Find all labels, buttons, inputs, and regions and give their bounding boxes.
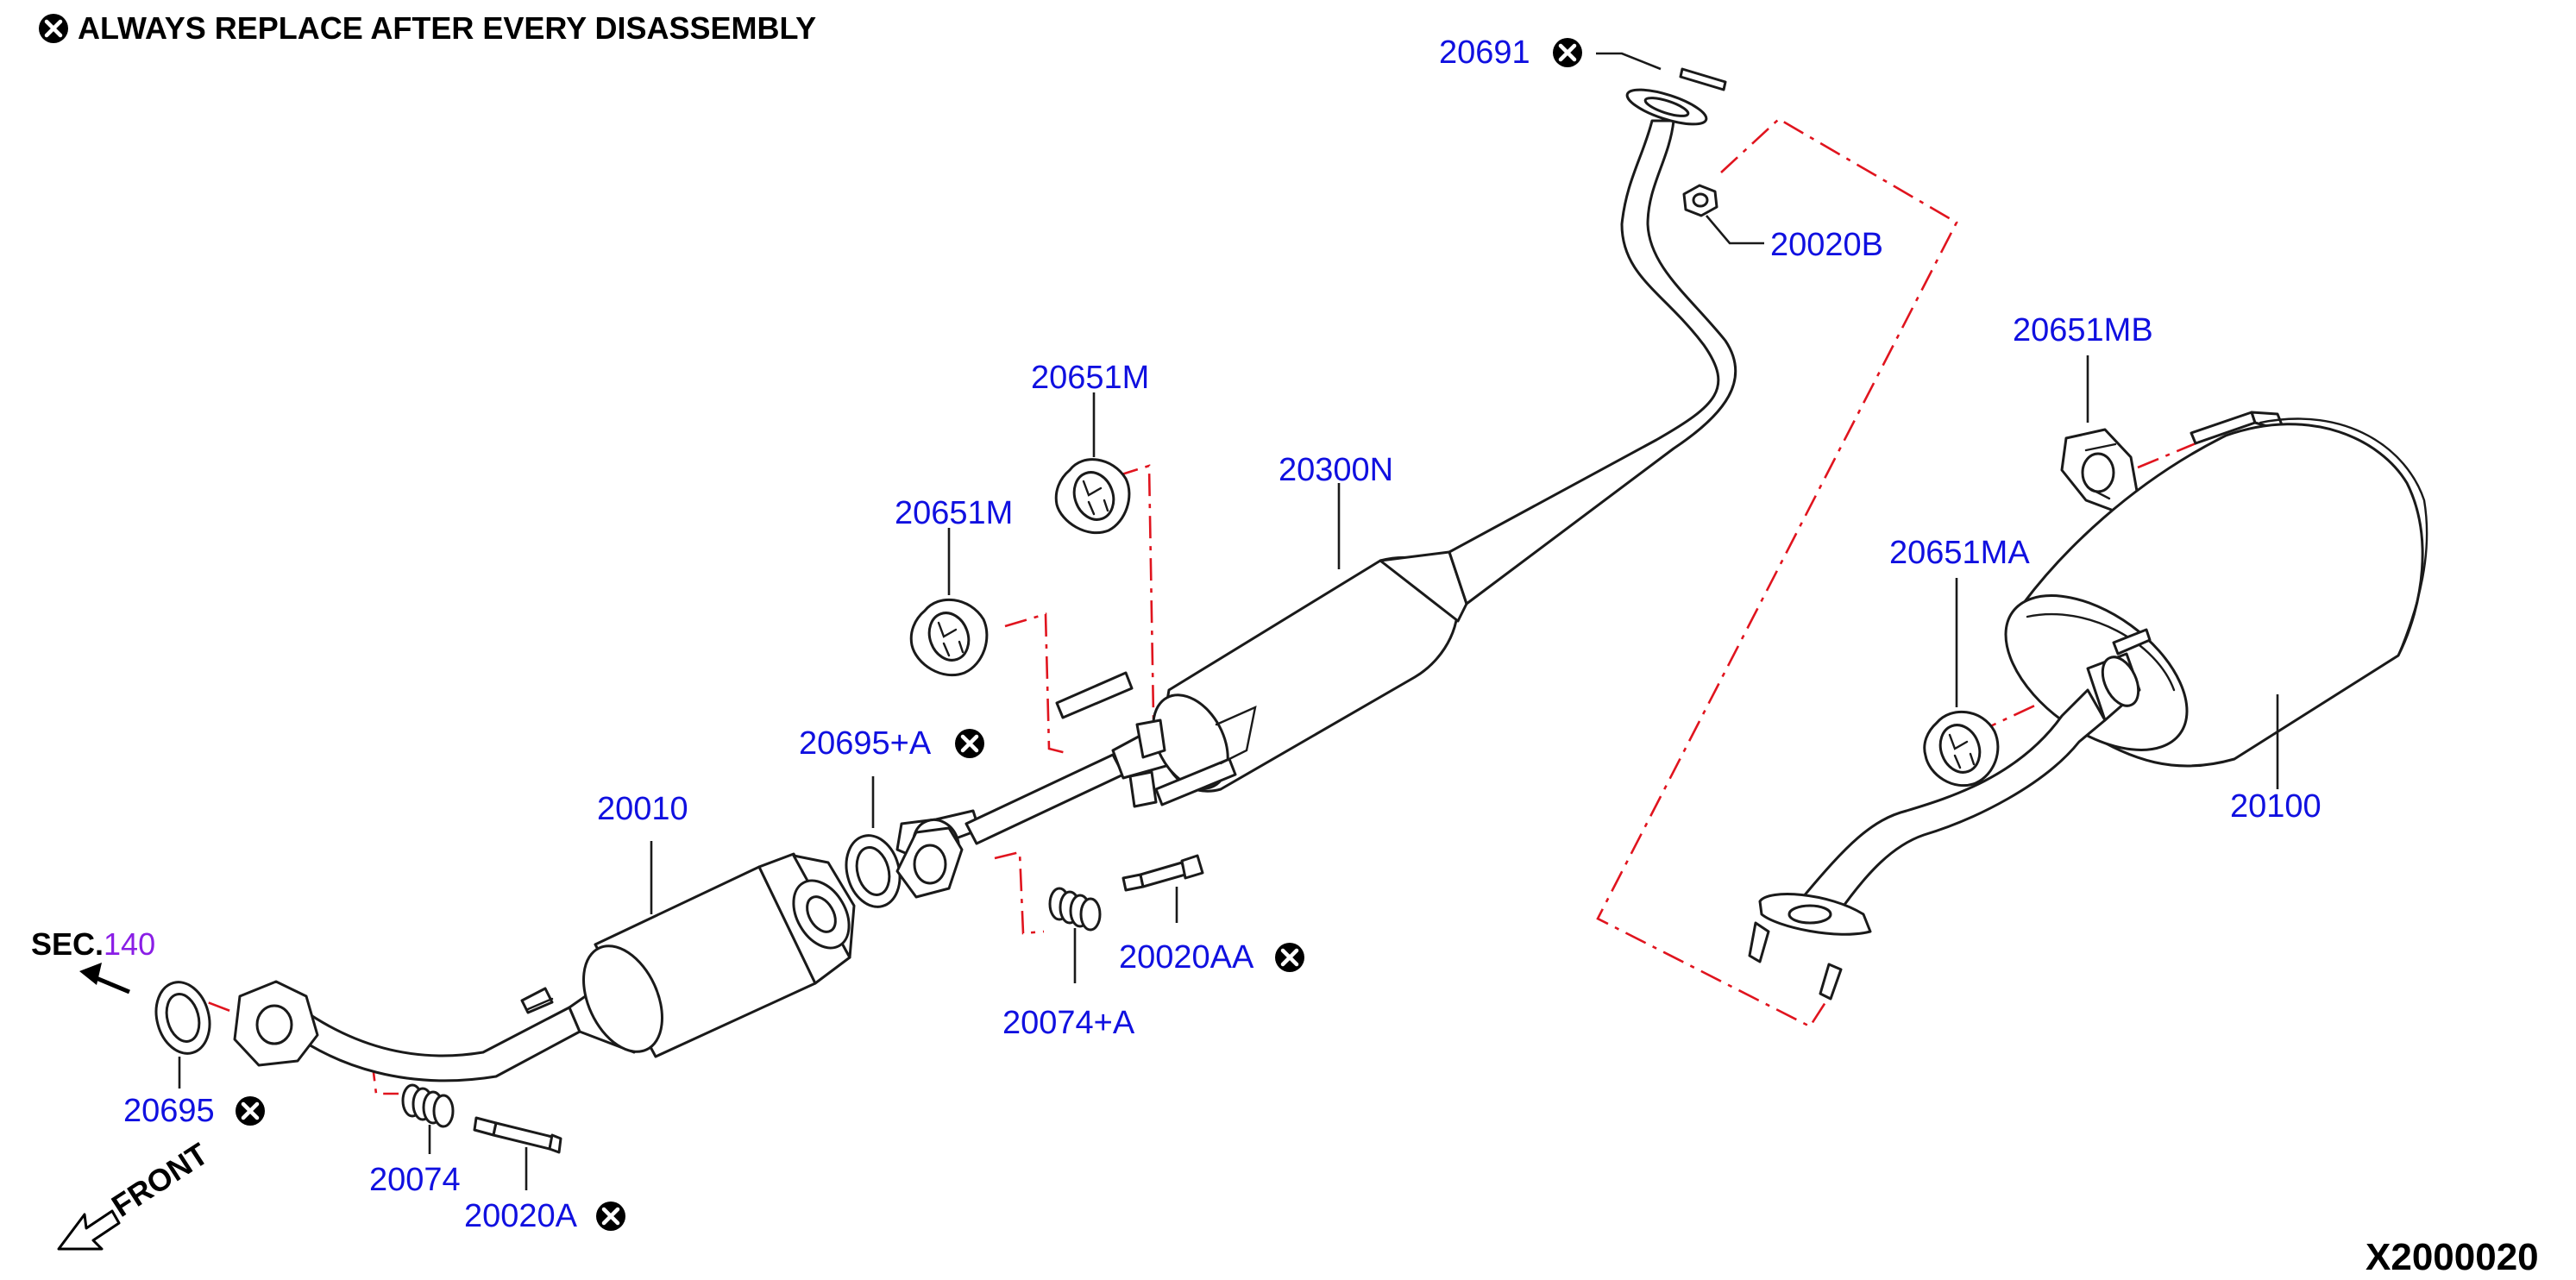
diagram-code: X2000020 — [2366, 1236, 2539, 1278]
hanger-20651MA — [1923, 710, 2000, 787]
section-ref-prefix: SEC. — [31, 926, 104, 962]
front-arrow-icon — [57, 1209, 121, 1251]
x-circle-icon — [1275, 943, 1304, 972]
spring-20074 — [401, 1083, 455, 1128]
part-label-20695A[interactable]: 20695+A — [799, 725, 932, 762]
section-ref-text[interactable]: SEC.140 — [31, 926, 155, 962]
part-label-20100[interactable]: 20100 — [2230, 788, 2322, 825]
front-label: FRONT — [105, 1136, 214, 1224]
center-pipe — [895, 88, 1737, 899]
callout-20695[interactable]: 20695 — [123, 1093, 265, 1129]
front-exhaust-tube — [233, 852, 856, 1082]
part-label-20020B[interactable]: 20020B — [1770, 227, 1883, 263]
gasket-20695A — [845, 834, 902, 908]
part-label-20020AA[interactable]: 20020AA — [1119, 939, 1254, 976]
replace-note-text: ALWAYS REPLACE AFTER EVERY DISASSEMBLY — [78, 10, 816, 46]
part-label-20651M-upper[interactable]: 20651M — [1031, 360, 1149, 396]
part-label-20695[interactable]: 20695 — [123, 1093, 215, 1129]
part-label-20020A[interactable]: 20020A — [464, 1198, 578, 1234]
part-label-20651M-lower[interactable]: 20651M — [895, 495, 1013, 531]
x-circle-icon — [596, 1202, 625, 1231]
seal-20691 — [1679, 67, 1727, 91]
x-circle-icon — [39, 14, 68, 43]
callout-20695A[interactable]: 20695+A — [799, 725, 984, 762]
nut-20020B — [1682, 184, 1718, 217]
leader-lines — [178, 52, 2279, 1190]
front-indicator: FRONT — [57, 1136, 214, 1251]
section-ref-number[interactable]: 140 — [104, 926, 155, 962]
part-label-20300N[interactable]: 20300N — [1279, 452, 1393, 488]
callout-20020AA[interactable]: 20020AA — [1119, 939, 1304, 976]
part-label-20651MA[interactable]: 20651MA — [1889, 535, 2030, 571]
part-label-20691[interactable]: 20691 — [1439, 35, 1530, 71]
part-label-20074[interactable]: 20074 — [369, 1162, 461, 1198]
replace-note: ALWAYS REPLACE AFTER EVERY DISASSEMBLY — [39, 10, 816, 46]
spring-20074A — [1048, 887, 1102, 932]
callout-20691[interactable]: 20691 — [1439, 35, 1582, 71]
x-circle-icon — [236, 1096, 265, 1126]
bolt-20020A — [473, 1116, 562, 1154]
hanger-20651MB — [2060, 428, 2139, 515]
gasket-20695 — [154, 981, 211, 1055]
x-circle-icon — [1553, 38, 1582, 67]
part-label-20074A[interactable]: 20074+A — [1002, 1005, 1135, 1041]
callout-20020A[interactable]: 20020A — [464, 1198, 625, 1234]
x-circle-icon — [955, 729, 984, 758]
part-label-20651MB[interactable]: 20651MB — [2013, 312, 2153, 348]
section-arrow-icon — [79, 963, 102, 985]
bolt-20020AA — [1122, 854, 1204, 892]
main-muffler — [1748, 411, 2428, 1001]
part-label-20010[interactable]: 20010 — [597, 791, 688, 827]
section-reference[interactable]: SEC.140 — [31, 926, 155, 995]
hanger-20651M-upper — [1054, 458, 1131, 535]
hanger-20651M-lower — [909, 598, 989, 677]
